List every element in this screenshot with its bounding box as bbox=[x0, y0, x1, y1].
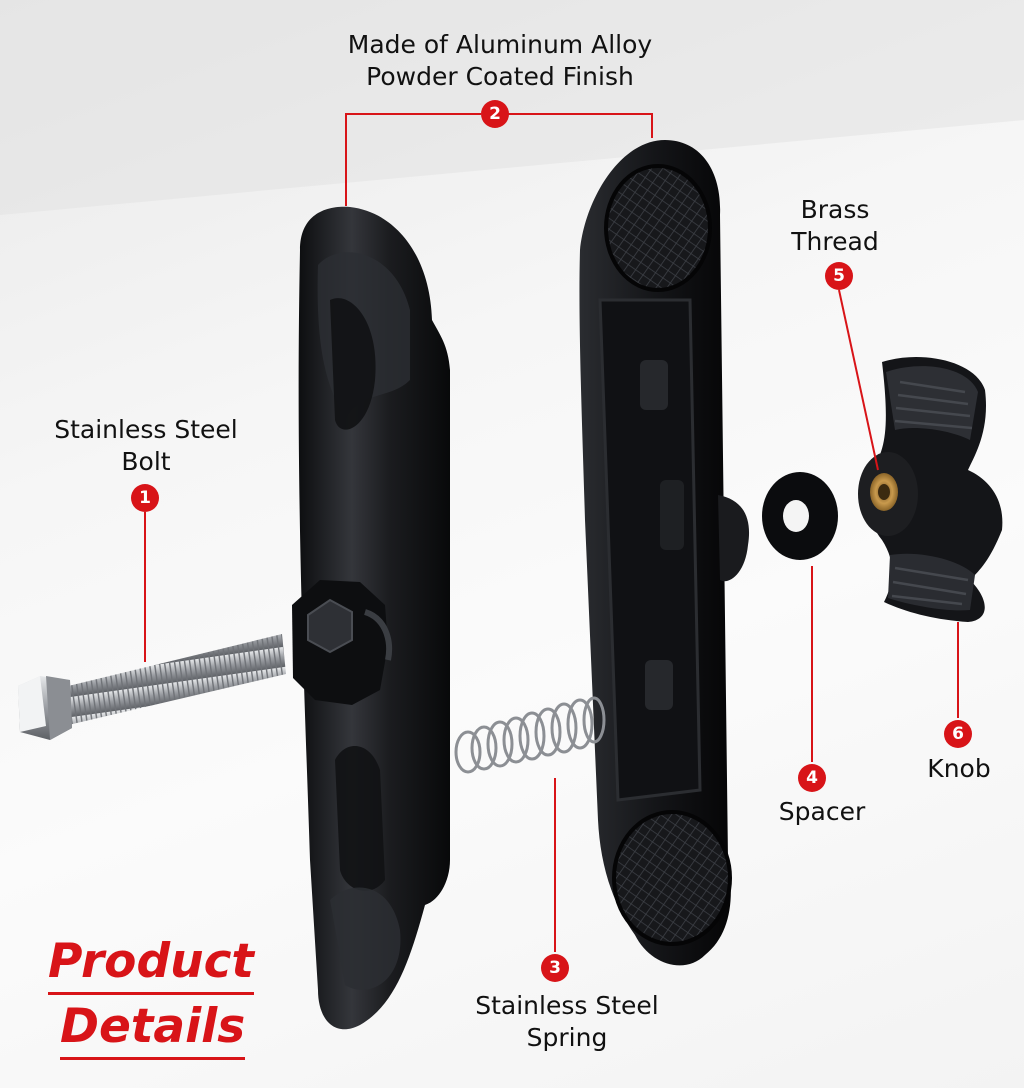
rear-arm bbox=[579, 140, 750, 966]
stainless-spring bbox=[454, 696, 606, 774]
callout-knob-badge: 6 bbox=[944, 720, 972, 748]
callout-spring-badge: 3 bbox=[541, 954, 569, 982]
callout-spacer-line1: Spacer bbox=[778, 797, 866, 826]
product-details-title: Product Details bbox=[44, 934, 254, 1060]
callout-bolt-line2: Bolt bbox=[121, 447, 171, 476]
callout-spacer-label: Spacer bbox=[762, 796, 882, 828]
top-socket bbox=[606, 166, 710, 290]
callout-spring-label: Stainless Steel Spring bbox=[447, 990, 687, 1054]
callout-thread-badge: 5 bbox=[825, 262, 853, 290]
callout-spring-line2: Spring bbox=[526, 1023, 608, 1052]
callout-spacer-badge: 4 bbox=[798, 764, 826, 792]
callout-arm-line1: Made of Aluminum Alloy bbox=[347, 30, 653, 59]
callout-thread-line2: Thread bbox=[791, 227, 879, 256]
callout-spring-line1: Stainless Steel bbox=[475, 991, 659, 1020]
stainless-bolt bbox=[18, 634, 286, 740]
title-line1: Product bbox=[48, 934, 254, 995]
callout-bolt-badge: 1 bbox=[131, 484, 159, 512]
spacer-washer bbox=[762, 472, 838, 560]
callout-knob-line1: Knob bbox=[927, 754, 991, 783]
callout-thread-label: Brass Thread bbox=[770, 194, 900, 258]
callout-bolt-label: Stainless Steel Bolt bbox=[36, 414, 256, 478]
leader-lines bbox=[144, 113, 959, 952]
callout-knob-label: Knob bbox=[904, 753, 1014, 785]
wing-knob bbox=[858, 357, 1003, 622]
bottom-socket bbox=[614, 812, 730, 944]
callout-arm-label: Made of Aluminum Alloy Powder Coated Fin… bbox=[300, 29, 700, 93]
title-line2: Details bbox=[60, 999, 246, 1060]
callout-arm-badge: 2 bbox=[481, 100, 509, 128]
front-arm bbox=[292, 206, 450, 1030]
callout-arm-line2: Powder Coated Finish bbox=[366, 62, 634, 91]
callout-bolt-line1: Stainless Steel bbox=[54, 415, 238, 444]
callout-thread-line1: Brass bbox=[800, 195, 870, 224]
hex-nut bbox=[292, 580, 393, 705]
